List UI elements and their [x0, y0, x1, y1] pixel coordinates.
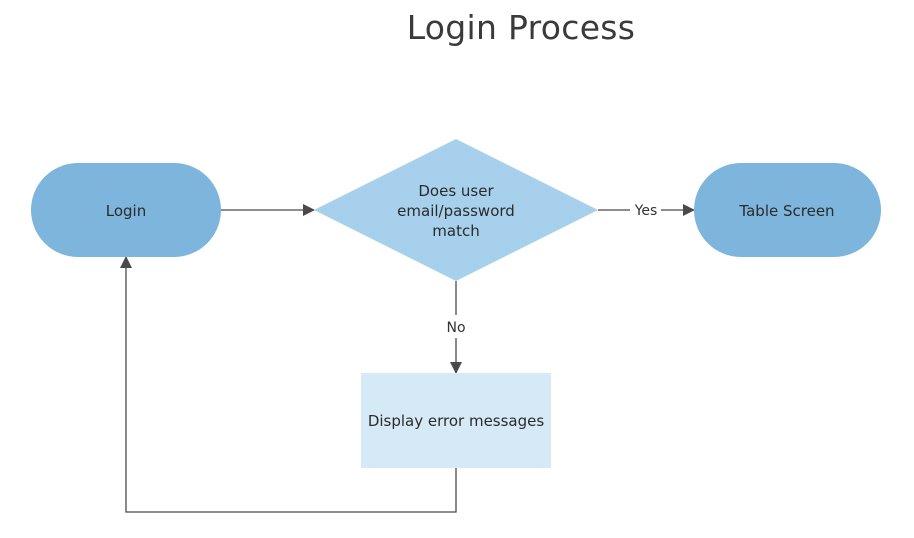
edges — [120, 204, 695, 513]
process-shape — [361, 373, 551, 468]
diagram-title: Login Process — [406, 8, 636, 47]
node-decision-label-line2: email/password — [397, 202, 515, 220]
node-error-label: Display error messages — [368, 412, 545, 430]
node-login[interactable]: Login — [31, 163, 221, 257]
node-table-screen[interactable]: Table Screen — [694, 163, 881, 257]
terminal-shape — [694, 163, 881, 257]
edge-label-no: No — [446, 320, 465, 336]
node-decision[interactable]: Does user email/password match — [314, 139, 598, 281]
node-decision-label-line1: Does user — [418, 182, 494, 200]
node-error[interactable]: Display error messages — [361, 373, 551, 468]
decision-shape — [314, 139, 598, 281]
node-table-screen-label: Table Screen — [738, 202, 834, 220]
edge-label-yes: Yes — [634, 203, 658, 219]
title-area: Login Process — [0, 0, 914, 60]
terminal-shape — [31, 163, 221, 257]
node-decision-label-line3: match — [432, 222, 479, 240]
edge-error-back-to-login — [120, 256, 457, 513]
node-login-label: Login — [106, 202, 146, 220]
